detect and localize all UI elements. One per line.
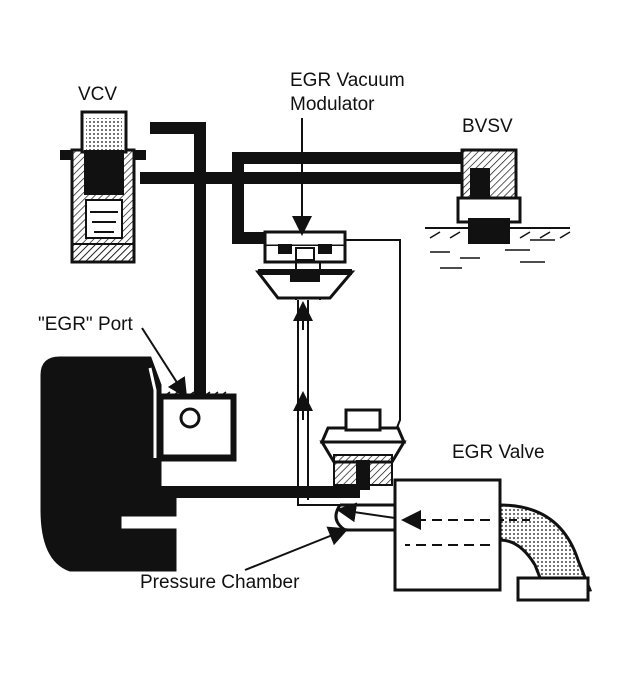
label-modulator-line2: Modulator [290,94,375,115]
label-vcv: VCV [78,84,117,105]
hose-bvsv-to-modulator [232,152,462,244]
label-egr-valve: EGR Valve [452,442,545,463]
egr-vacuum-modulator [254,230,356,300]
label-pressure-chamber: Pressure Chamber [140,572,300,593]
labels: VCV EGR Vacuum Modulator BVSV "EGR" Port… [38,70,545,593]
bvsv-valve [425,148,571,269]
label-bvsv: BVSV [462,116,513,137]
leader-arrows [141,118,349,571]
throttle-body-wall [40,356,237,572]
arrow-to-pressure-chamber [244,526,349,571]
exhaust-pipe [498,503,593,602]
throttle-body [40,356,237,572]
hose-vcv-to-egr-port [150,122,206,395]
arrow-to-egr-port [141,327,188,399]
vcv-valve [60,110,146,264]
egr-port-opening [179,407,201,429]
vacuum-hoses [140,122,475,498]
label-modulator-line1: EGR Vacuum [290,70,405,91]
egr-valve [319,408,502,592]
label-egr-port: "EGR" Port [38,314,134,335]
